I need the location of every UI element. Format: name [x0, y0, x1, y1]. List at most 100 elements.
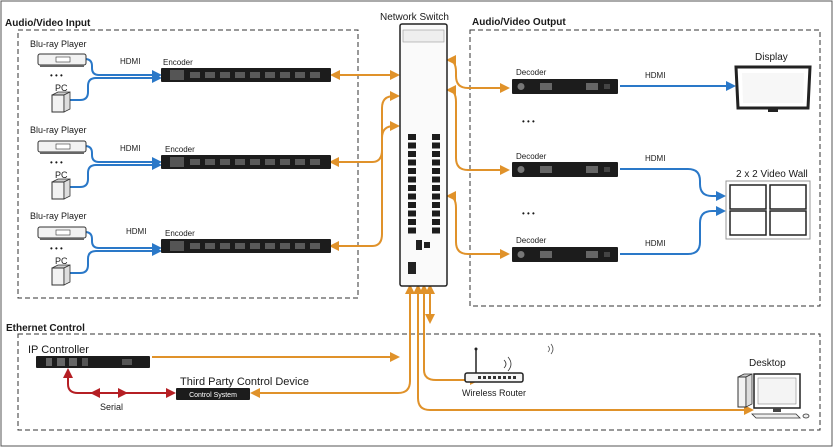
router-led: [508, 376, 511, 379]
router-led: [498, 376, 501, 379]
encoder-port: [310, 159, 320, 165]
dots-label: • • •: [50, 71, 63, 80]
encoder-port: [280, 243, 290, 249]
switch-port: [412, 142, 416, 149]
bluray-label: Blu-ray Player: [30, 211, 87, 221]
hdmi-label: HDMI: [126, 227, 146, 236]
encoder-icon: [161, 155, 331, 169]
encoder-port: [250, 243, 260, 249]
third-party-label: Third Party Control Device: [180, 376, 309, 388]
display-label: Display: [755, 52, 788, 63]
decoder-label: Decoder: [516, 236, 547, 245]
switch-port: [408, 142, 412, 149]
switch-port: [408, 168, 412, 174]
decoder-icon: [512, 162, 618, 177]
encoder-port: [205, 243, 215, 249]
encoder-port: [220, 243, 230, 249]
router-led: [493, 376, 496, 379]
encoder-icon: [161, 68, 331, 82]
switch-port: [408, 202, 412, 208]
encoder-port: [205, 72, 215, 78]
encoder-port: [280, 72, 290, 78]
encoder-port: [265, 159, 275, 165]
hdmi-label: HDMI: [645, 154, 665, 163]
output-group-3: Decoder HDMI: [512, 236, 665, 262]
switch-port: [436, 176, 440, 183]
av-output-title: Audio/Video Output: [472, 17, 566, 28]
switch-port: [412, 134, 416, 140]
encoder-port: [295, 159, 305, 165]
switch-port: [408, 151, 412, 157]
switch-port: [436, 185, 440, 191]
encoder-port: [265, 243, 275, 249]
switch-port: [432, 151, 436, 157]
encoder-port: [250, 72, 260, 78]
control-system-device: Control System: [176, 388, 250, 400]
switch-port: [436, 193, 440, 200]
switch-port: [408, 185, 412, 191]
switch-port: [432, 185, 436, 191]
decoder-icon: [512, 247, 618, 262]
switch-port: [432, 142, 436, 149]
switch-port: [432, 219, 436, 225]
desktop-computer-icon: [737, 373, 810, 419]
decoder-label: Decoder: [516, 68, 547, 77]
encoder-port: [235, 72, 245, 78]
av-input-title: Audio/Video Input: [5, 18, 91, 29]
encoder-port: [190, 243, 200, 249]
router-led: [513, 376, 516, 379]
encoder-label: Encoder: [163, 58, 193, 67]
switch-port: [436, 210, 440, 217]
pc-label: PC: [55, 170, 68, 180]
hdmi-label: HDMI: [645, 71, 665, 80]
source-group-3: Blu-ray Player • • • PC HDMI Encoder: [30, 211, 331, 286]
encoder-port: [280, 159, 290, 165]
router-led: [488, 376, 491, 379]
encoder-port: [250, 159, 260, 165]
router-icon: [464, 343, 554, 383]
network-cables: [152, 55, 754, 415]
switch-port: [432, 176, 436, 183]
video-wall-label: 2 x 2 Video Wall: [736, 169, 808, 180]
encoder-port: [190, 72, 200, 78]
switch-port: [408, 193, 412, 200]
ip-controller-icon: [36, 356, 150, 368]
decoder-label: Decoder: [516, 152, 547, 161]
encoder-port: [190, 159, 200, 165]
switch-port: [412, 151, 416, 157]
encoder-label: Encoder: [165, 229, 195, 238]
encoder-port: [295, 72, 305, 78]
switch-port: [408, 159, 412, 166]
ethernet-control-title: Ethernet Control: [6, 323, 85, 334]
encoder-port: [310, 72, 320, 78]
switch-port: [436, 202, 440, 208]
switch-port: [412, 168, 416, 174]
pc-tower-icon: [51, 178, 71, 200]
switch-port: [412, 210, 416, 217]
switch-port: [432, 134, 436, 140]
switch-port: [436, 219, 440, 225]
switch-port: [412, 185, 416, 191]
encoder-port: [205, 159, 215, 165]
decoder-icon: [512, 79, 618, 94]
serial-cable: [63, 368, 128, 398]
bluray-player-icon: [37, 226, 87, 240]
ip-controller-label: IP Controller: [28, 344, 89, 356]
encoder-label: Encoder: [165, 145, 195, 154]
encoder-port: [235, 243, 245, 249]
switch-port: [432, 159, 436, 166]
switch-port: [412, 202, 416, 208]
output-group-1: Decoder HDMI: [512, 68, 665, 94]
switch-port: [436, 227, 440, 234]
encoder-port: [235, 159, 245, 165]
desktop-label: Desktop: [749, 358, 786, 369]
router-label: Wireless Router: [462, 388, 526, 398]
encoder-icon: [161, 239, 331, 253]
switch-port: [436, 159, 440, 166]
switch-port: [432, 227, 436, 234]
dots-label: • • •: [522, 117, 535, 126]
bluray-label: Blu-ray Player: [30, 125, 87, 135]
switch-port: [436, 134, 440, 140]
